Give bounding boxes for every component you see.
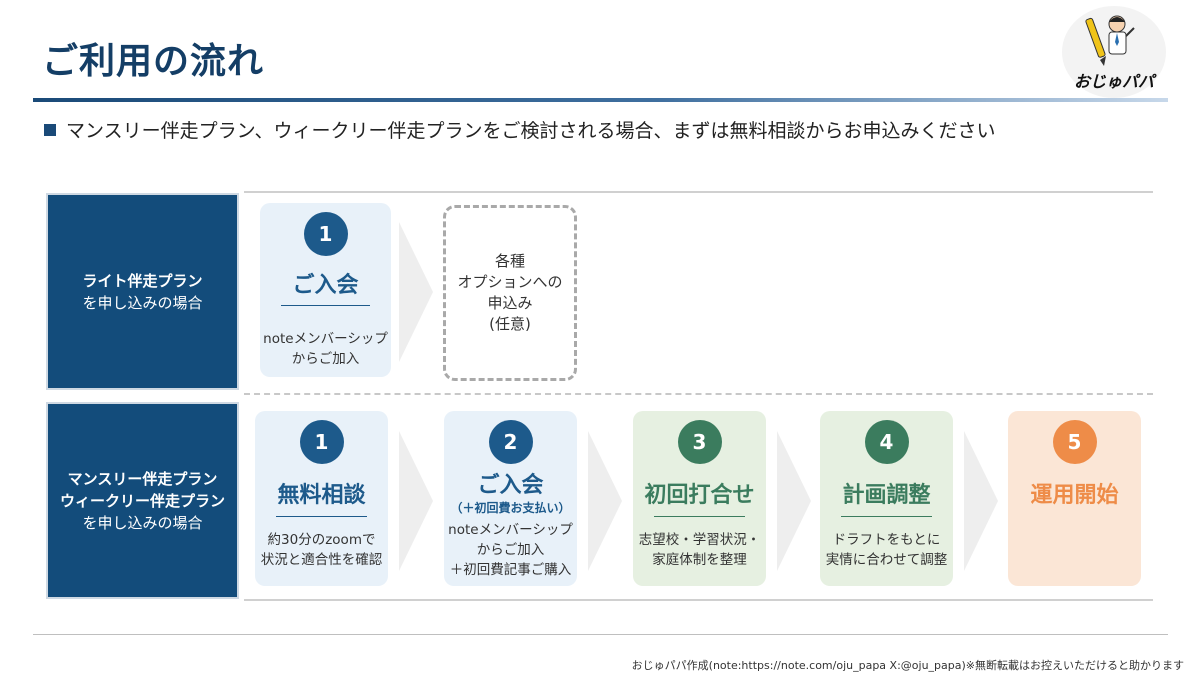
page-title: ご利用の流れ: [42, 41, 265, 82]
plan-divider: [244, 393, 1153, 395]
desc-line: 状況と適合性を確認: [260, 552, 383, 568]
chevron-right-icon: [588, 431, 622, 571]
step-divider: [654, 516, 745, 517]
step-number-badge: 4: [864, 420, 909, 464]
desc-line: noteメンバーシップ: [448, 522, 573, 538]
step-description: noteメンバーシップ からご加入: [260, 329, 391, 369]
light-plan-name: ライト伴走プラン: [82, 271, 203, 290]
chevron-right-icon: [399, 222, 433, 362]
step-number-badge: 1: [299, 420, 344, 464]
step-number-badge: 2: [488, 420, 533, 464]
light-step-1-card: 1 ご入会 noteメンバーシップ からご加入: [260, 203, 391, 377]
desc-line: ドラフトをもとに: [832, 532, 941, 548]
footer-divider: [33, 634, 1168, 635]
chevron-right-icon: [964, 431, 998, 571]
logo: おじゅパパ: [1062, 6, 1166, 98]
step-1-card: 1 無料相談 約30分のzoomで 状況と適合性を確認: [255, 411, 388, 586]
step-number-badge: 1: [303, 212, 348, 256]
step-title: ご入会: [292, 273, 359, 298]
desc-line: 志望校・学習状況・: [638, 532, 761, 548]
chevron-right-icon: [399, 431, 433, 571]
logo-text: おじゅパパ: [1073, 72, 1154, 91]
step-title: 計画調整: [842, 483, 931, 508]
footer-credit: おじゅパパ作成(note:https://note.com/oju_papa X…: [631, 659, 1184, 672]
step-title: 初回打合せ: [644, 483, 755, 508]
lead-sentence: マンスリー伴走プラン、ウィークリー伴走プランをご検討される場合、まずは無料相談か…: [66, 120, 996, 142]
standard-plan-sub: を申し込みの場合: [82, 513, 203, 532]
table-top-line: [244, 191, 1153, 193]
table-bottom-line: [244, 599, 1153, 601]
step-divider: [841, 516, 932, 517]
desc-line: 約30分のzoomで: [267, 532, 376, 548]
desc-line: ＋初回費記事ご購入: [449, 562, 572, 578]
step-description: ドラフトをもとに 実情に合わせて調整: [820, 530, 953, 570]
step-5-card: 5 運用開始: [1008, 411, 1141, 586]
chevron-right-icon: [777, 431, 811, 571]
step-note: （＋初回費お支払い）: [450, 501, 571, 515]
step-divider: [276, 516, 367, 517]
step-2-card: 2 ご入会 （＋初回費お支払い） noteメンバーシップ からご加入 ＋初回費記…: [444, 411, 577, 586]
step-title: 運用開始: [1030, 483, 1119, 508]
lead-text: マンスリー伴走プラン、ウィークリー伴走プランをご検討される場合、まずは無料相談か…: [44, 116, 995, 143]
step-description: noteメンバーシップ からご加入 ＋初回費記事ご購入: [444, 520, 577, 580]
step-title: 無料相談: [277, 483, 366, 508]
standard-plan-label: マンスリー伴走プラン ウィークリー伴走プラン を申し込みの場合: [46, 402, 239, 599]
step-number-badge: 3: [677, 420, 722, 464]
step-description: 約30分のzoomで 状況と適合性を確認: [255, 530, 388, 570]
monthly-plan-name: マンスリー伴走プラン: [67, 469, 218, 488]
desc-line: noteメンバーシップ: [263, 331, 388, 347]
desc-line: からご加入: [291, 351, 360, 367]
weekly-plan-name: ウィークリー伴走プラン: [59, 491, 225, 510]
optional-options-box: 各種 オプションへの 申込み (任意): [443, 205, 577, 381]
step-3-card: 3 初回打合せ 志望校・学習状況・ 家庭体制を整理: [633, 411, 766, 586]
bullet-square-icon: [44, 123, 56, 136]
step-description: 志望校・学習状況・ 家庭体制を整理: [633, 530, 766, 570]
light-plan-sub: を申し込みの場合: [82, 293, 203, 312]
step-divider: [280, 305, 371, 306]
desc-line: 家庭体制を整理: [652, 552, 747, 568]
step-4-card: 4 計画調整 ドラフトをもとに 実情に合わせて調整: [820, 411, 953, 586]
step-title: ご入会: [477, 473, 544, 498]
desc-line: からご加入: [476, 542, 545, 558]
desc-line: 実情に合わせて調整: [825, 552, 948, 568]
title-underline: [33, 98, 1168, 102]
light-plan-label: ライト伴走プラン を申し込みの場合: [46, 193, 239, 390]
mascot-illustration-icon: [1085, 15, 1135, 66]
step-number-badge: 5: [1052, 420, 1097, 464]
